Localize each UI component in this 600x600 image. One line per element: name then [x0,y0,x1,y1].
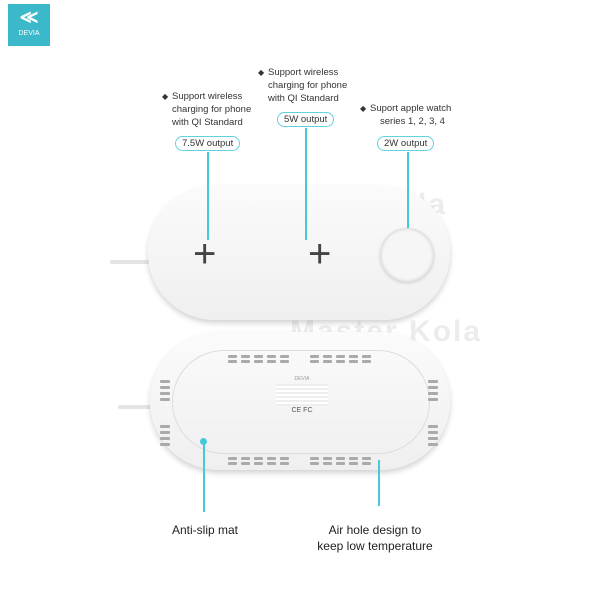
anti-slip-mat [172,350,430,454]
air-hole [428,380,438,383]
air-hole [280,355,289,358]
air-hole [160,386,170,389]
plus-icon: + [308,232,332,276]
air-hole-label: Air hole design to keep low temperature [300,522,450,554]
air-hole [362,457,371,460]
air-hole [267,457,276,460]
air-hole [310,355,319,358]
air-hole [160,392,170,395]
air-hole [336,457,345,460]
air-hole [241,457,250,460]
feature-2w: ◆ Suport apple watch series 1, 2, 3, 4 [360,103,452,127]
air-hole [241,462,250,465]
air-hole [362,360,371,363]
anti-slip-label: Anti-slip mat [171,523,239,537]
output-badge: 5W output [277,112,335,127]
back-label: DEVIA CE FC [272,376,332,414]
callout-line [207,186,209,240]
air-hole [228,462,237,465]
cable [118,405,158,409]
feature-text: charging for phone [172,104,252,115]
air-hole [254,360,263,363]
callout-line [203,440,205,512]
plus-icon: + [193,232,217,276]
air-hole [362,355,371,358]
air-hole [336,355,345,358]
air-hole [428,398,438,401]
air-hole [160,443,170,446]
feature-7-5w: ◆ Support wireless charging for phone wi… [162,91,252,128]
air-hole [160,380,170,383]
air-hole [428,437,438,440]
feature-5w: ◆ Support wireless charging for phone wi… [258,67,348,104]
air-hole [267,355,276,358]
back-logo: DEVIA [294,376,310,382]
air-hole [310,360,319,363]
air-hole [336,360,345,363]
output-badge: 2W output [377,136,435,151]
air-hole [254,457,263,460]
callout-line [305,128,307,240]
callout-dot [200,438,207,445]
callout-line [407,186,409,228]
air-hole [428,386,438,389]
air-hole [280,457,289,460]
cable [110,260,160,264]
air-hole [310,462,319,465]
air-hole [336,462,345,465]
air-hole [280,462,289,465]
air-hole [362,462,371,465]
output-badge: 7.5W output [175,136,241,151]
feature-text: with QI Standard [172,117,243,128]
air-hole [160,437,170,440]
feature-text: Suport apple watch [370,103,452,114]
watch-charger-puck [380,228,434,282]
feature-text: Support wireless [268,67,339,78]
air-hole [349,457,358,460]
air-hole [228,355,237,358]
air-hole [428,425,438,428]
air-hole [323,457,332,460]
air-hole [228,360,237,363]
air-hole [323,360,332,363]
feature-text: charging for phone [268,80,348,91]
callout-line [378,460,380,506]
air-hole [254,462,263,465]
air-hole [428,443,438,446]
feature-text: with QI Standard [268,93,339,104]
air-hole [280,360,289,363]
fine-print [276,384,328,406]
devia-logo: ≪DEVIA [8,4,50,46]
air-hole [310,457,319,460]
air-hole [228,457,237,460]
caption-line: Air hole design to [328,523,422,537]
callout-line [305,186,307,240]
air-hole [267,462,276,465]
air-hole [254,355,263,358]
air-hole [428,392,438,395]
air-hole [349,360,358,363]
certification-marks: CE FC [291,407,313,414]
air-hole [241,355,250,358]
air-hole [241,360,250,363]
air-hole [428,431,438,434]
air-hole [160,398,170,401]
feature-text: series 1, 2, 3, 4 [380,116,445,127]
air-hole [267,360,276,363]
air-hole [349,355,358,358]
air-hole [349,462,358,465]
air-hole [323,355,332,358]
caption-line: keep low temperature [317,539,433,553]
air-hole [160,425,170,428]
feature-text: Support wireless [172,91,243,102]
air-hole [323,462,332,465]
logo-text: DEVIA [18,30,40,37]
air-hole [160,431,170,434]
